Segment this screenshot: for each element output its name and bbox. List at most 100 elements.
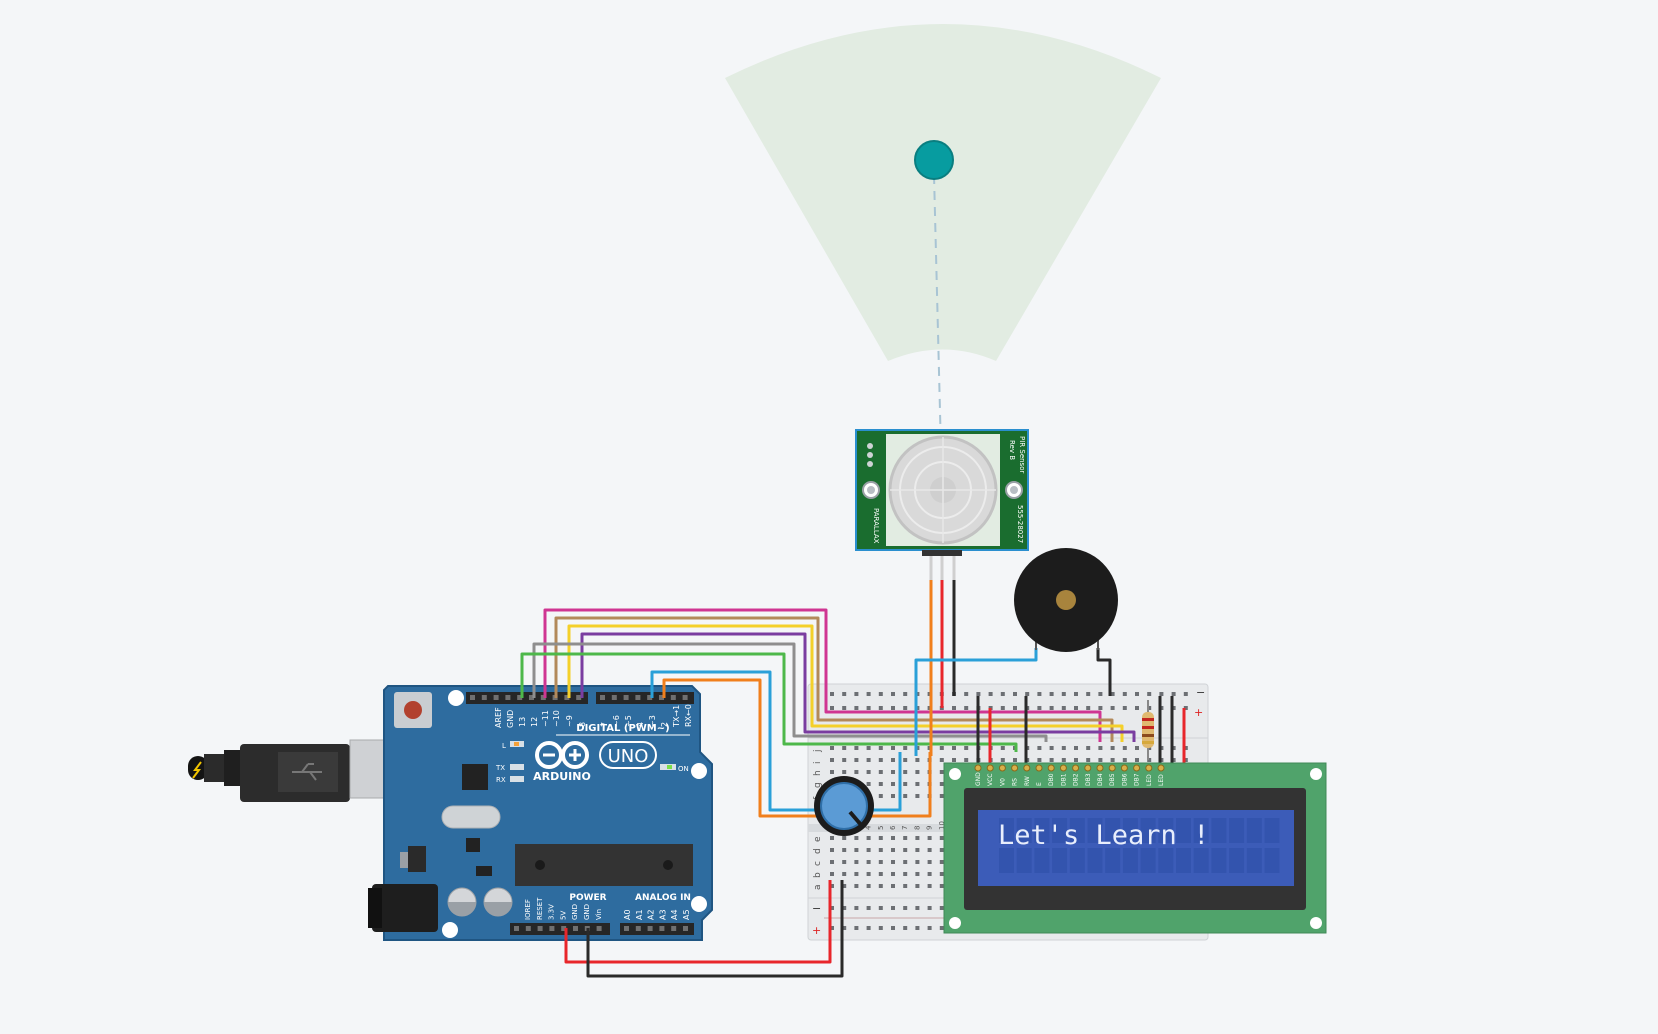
breadboard-hole[interactable] (842, 884, 847, 888)
breadboard-hole[interactable] (915, 770, 920, 774)
breadboard-hole[interactable] (854, 848, 859, 852)
breadboard-hole[interactable] (1098, 692, 1103, 696)
breadboard-hole[interactable] (952, 746, 956, 750)
breadboard-hole[interactable] (1098, 746, 1103, 750)
breadboard-hole[interactable] (927, 906, 932, 910)
breadboard-hole[interactable] (854, 872, 859, 876)
breadboard-hole[interactable] (1135, 746, 1139, 750)
breadboard-hole[interactable] (939, 926, 944, 930)
breadboard-hole[interactable] (891, 706, 895, 710)
breadboard-hole[interactable] (842, 848, 847, 852)
breadboard-hole[interactable] (915, 848, 920, 852)
breadboard-hole[interactable] (1098, 758, 1103, 762)
breadboard-hole[interactable] (939, 848, 944, 852)
breadboard-hole[interactable] (854, 906, 859, 910)
breadboard-hole[interactable] (952, 706, 956, 710)
breadboard-hole[interactable] (1183, 746, 1188, 750)
breadboard-hole[interactable] (866, 758, 871, 762)
breadboard-hole[interactable] (1122, 692, 1127, 696)
breadboard-hole[interactable] (878, 794, 883, 798)
breadboard-hole[interactable] (854, 692, 859, 696)
breadboard-hole[interactable] (842, 692, 847, 696)
breadboard-hole[interactable] (1122, 758, 1127, 762)
header-pin-hole[interactable] (596, 926, 602, 931)
breadboard-hole[interactable] (1000, 746, 1005, 750)
breadboard-hole[interactable] (830, 906, 834, 910)
header-pin-hole[interactable] (659, 926, 665, 931)
breadboard-hole[interactable] (964, 746, 969, 750)
header-pin-hole[interactable] (576, 695, 582, 700)
breadboard-hole[interactable] (830, 872, 834, 876)
breadboard-hole[interactable] (939, 860, 944, 864)
breadboard-hole[interactable] (988, 692, 993, 696)
lcd-pin[interactable] (1072, 764, 1080, 772)
breadboard-hole[interactable] (891, 794, 895, 798)
breadboard-hole[interactable] (1171, 758, 1176, 762)
breadboard-hole[interactable] (1171, 746, 1176, 750)
breadboard-hole[interactable] (878, 692, 883, 696)
breadboard-hole[interactable] (927, 926, 932, 930)
header-pin-hole[interactable] (635, 695, 641, 700)
breadboard-hole[interactable] (866, 926, 871, 930)
breadboard-hole[interactable] (903, 848, 908, 852)
breadboard-hole[interactable] (939, 872, 944, 876)
breadboard-hole[interactable] (1110, 706, 1115, 710)
breadboard-hole[interactable] (830, 860, 834, 864)
breadboard-hole[interactable] (1061, 758, 1066, 762)
breadboard-hole[interactable] (903, 794, 908, 798)
breadboard-hole[interactable] (891, 860, 895, 864)
breadboard-hole[interactable] (1074, 692, 1078, 696)
breadboard-hole[interactable] (903, 872, 908, 876)
breadboard-hole[interactable] (878, 836, 883, 840)
breadboard-hole[interactable] (915, 794, 920, 798)
header-pin-hole[interactable] (635, 926, 641, 931)
breadboard-hole[interactable] (1183, 706, 1188, 710)
breadboard-hole[interactable] (830, 770, 834, 774)
breadboard-hole[interactable] (927, 836, 932, 840)
breadboard-hole[interactable] (915, 906, 920, 910)
breadboard-hole[interactable] (878, 884, 883, 888)
breadboard-hole[interactable] (830, 926, 834, 930)
breadboard-hole[interactable] (866, 706, 871, 710)
breadboard-hole[interactable] (1183, 692, 1188, 696)
breadboard-hole[interactable] (1086, 692, 1091, 696)
breadboard-hole[interactable] (939, 884, 944, 888)
breadboard-hole[interactable] (1037, 706, 1042, 710)
breadboard-hole[interactable] (1147, 758, 1152, 762)
breadboard-hole[interactable] (854, 884, 859, 888)
breadboard-hole[interactable] (964, 758, 969, 762)
breadboard-hole[interactable] (891, 836, 895, 840)
lcd-pin[interactable] (1108, 764, 1116, 772)
breadboard-hole[interactable] (878, 926, 883, 930)
breadboard-hole[interactable] (939, 782, 944, 786)
breadboard-hole[interactable] (939, 906, 944, 910)
lcd-pin[interactable] (998, 764, 1006, 772)
breadboard-hole[interactable] (1086, 706, 1091, 710)
breadboard-hole[interactable] (866, 836, 871, 840)
breadboard-hole[interactable] (878, 860, 883, 864)
breadboard-hole[interactable] (866, 782, 871, 786)
breadboard-hole[interactable] (1061, 692, 1066, 696)
analog-header[interactable] (620, 923, 694, 935)
breadboard-hole[interactable] (1110, 758, 1115, 762)
breadboard-hole[interactable] (1013, 758, 1017, 762)
lcd-pin[interactable] (1059, 764, 1067, 772)
breadboard-hole[interactable] (1037, 692, 1042, 696)
breadboard-hole[interactable] (903, 706, 908, 710)
breadboard-hole[interactable] (1013, 692, 1017, 696)
breadboard-hole[interactable] (1110, 692, 1115, 696)
breadboard-hole[interactable] (952, 758, 956, 762)
breadboard-hole[interactable] (1049, 758, 1054, 762)
breadboard-hole[interactable] (842, 926, 847, 930)
breadboard-hole[interactable] (866, 860, 871, 864)
breadboard-hole[interactable] (903, 782, 908, 786)
breadboard-hole[interactable] (891, 782, 895, 786)
breadboard-hole[interactable] (878, 782, 883, 786)
header-pin-hole[interactable] (647, 695, 653, 700)
breadboard-hole[interactable] (1086, 758, 1091, 762)
header-pin-hole[interactable] (611, 695, 617, 700)
breadboard-hole[interactable] (1013, 706, 1017, 710)
breadboard-hole[interactable] (976, 692, 981, 696)
header-pin-hole[interactable] (647, 926, 653, 931)
